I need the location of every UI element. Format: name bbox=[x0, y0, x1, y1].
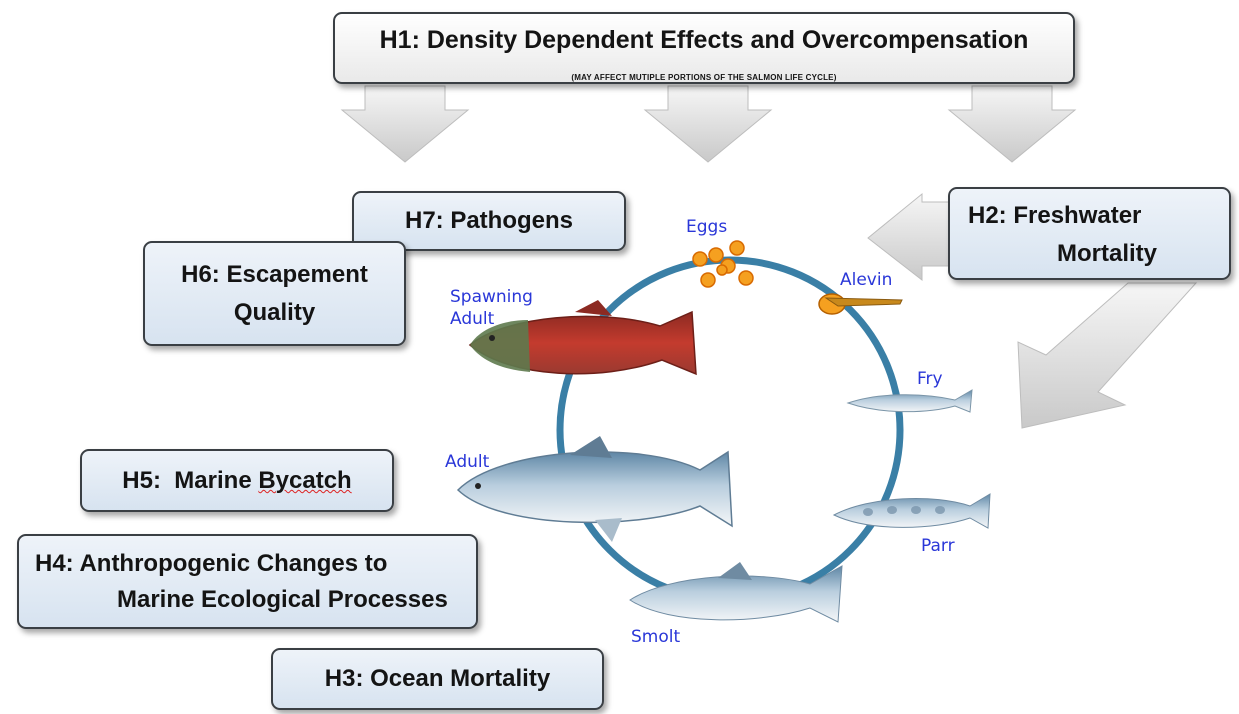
h7-label: H7: Pathogens bbox=[404, 207, 574, 234]
hypothesis-h7-box: H7: Pathogens bbox=[352, 191, 626, 251]
life-cycle-ring bbox=[556, 256, 904, 604]
h5-bycatch-word: Bycatch bbox=[258, 467, 352, 494]
h5-prefix: H5: Marine bbox=[122, 467, 259, 494]
h2-line2: Mortality bbox=[1056, 240, 1157, 267]
hypothesis-h1-box: H1: Density Dependent Effects and Overco… bbox=[333, 12, 1075, 84]
hypothesis-h6-box: H6: Escapement Quality bbox=[143, 241, 406, 346]
label-fry: Fry bbox=[917, 369, 943, 389]
fry-icon bbox=[846, 389, 973, 413]
arrow-h1-right bbox=[947, 85, 1077, 163]
hypothesis-h5-box: H5: Marine Bycatch bbox=[80, 449, 394, 512]
adult-salmon-icon bbox=[456, 436, 733, 542]
smolt-icon bbox=[629, 562, 843, 623]
hypothesis-h3-box: H3: Ocean Mortality bbox=[271, 648, 604, 710]
label-adult: Adult bbox=[445, 452, 490, 472]
h1-subtitle: (MAY AFFECT MUTIPLE PORTIONS OF THE SALM… bbox=[571, 73, 837, 82]
label-parr: Parr bbox=[921, 536, 955, 556]
arrow-h1-left bbox=[340, 85, 470, 163]
hypothesis-h2-box: H2: Freshwater Mortality bbox=[948, 187, 1231, 280]
spawning-salmon-icon bbox=[468, 300, 697, 376]
h2-line1: H2: Freshwater bbox=[968, 202, 1142, 229]
h6-line1: H6: Escapement bbox=[181, 261, 368, 288]
h3-label: H3: Ocean Mortality bbox=[324, 665, 551, 692]
h1-title: H1: Density Dependent Effects and Overco… bbox=[379, 26, 1029, 54]
parr-icon bbox=[832, 493, 991, 529]
h6-line2: Quality bbox=[233, 299, 316, 326]
label-smolt: Smolt bbox=[631, 627, 680, 647]
label-alevin: Alevin bbox=[840, 270, 892, 290]
h4-line1: H4: Anthropogenic Changes to bbox=[35, 550, 388, 577]
arrow-h1-center bbox=[643, 85, 773, 163]
arrow-h2-to-fry bbox=[1017, 282, 1198, 429]
arrow-h2-to-alevin bbox=[867, 192, 951, 282]
label-spawning-2: Adult bbox=[450, 309, 495, 329]
label-eggs: Eggs bbox=[686, 217, 727, 237]
h4-line2: Marine Ecological Processes bbox=[117, 586, 448, 613]
label-spawning-1: Spawning bbox=[450, 287, 533, 307]
eggs-icon bbox=[692, 240, 754, 288]
hypothesis-h4-box: H4: Anthropogenic Changes to Marine Ecol… bbox=[17, 534, 478, 629]
alevin-icon bbox=[818, 293, 903, 315]
